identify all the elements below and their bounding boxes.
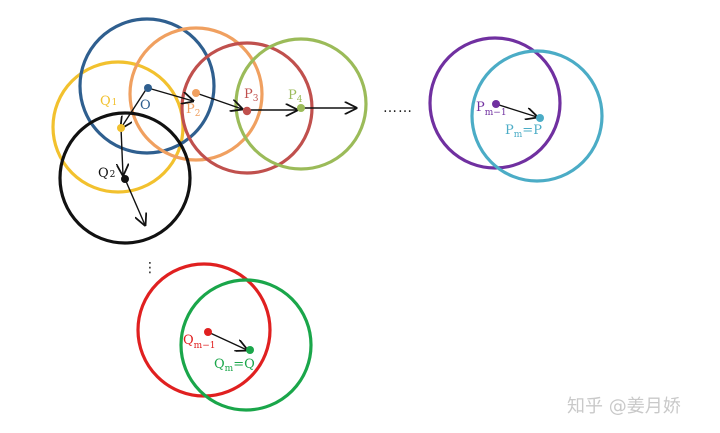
arrow-qm-1-to-qm — [207, 331, 247, 350]
circle-q2 — [58, 111, 192, 245]
label-p4: P4 — [288, 88, 303, 105]
point-q1 — [117, 124, 125, 132]
arrow-q1-to-q2 — [121, 127, 123, 175]
point-o — [144, 84, 152, 92]
arrow-o-to-q1 — [121, 87, 148, 128]
step-arrows — [121, 87, 537, 350]
ellipsis-vertical: ⋮ — [143, 260, 158, 276]
label-p3: P3 — [244, 87, 259, 104]
point-p4 — [297, 104, 305, 112]
circle-p2 — [128, 26, 264, 162]
circle-qm — [179, 278, 313, 412]
label-qm-1: Qm−1 — [183, 333, 215, 351]
circle-q1 — [51, 60, 185, 194]
point-pm-1 — [492, 100, 500, 108]
point-p2 — [192, 89, 200, 97]
circle-pm — [470, 49, 604, 183]
arrow-p2-to-p3 — [195, 92, 242, 109]
label-pm-1: Pm−1 — [476, 100, 507, 118]
circle-o — [78, 17, 216, 155]
label-p2: P2 — [186, 102, 200, 119]
label-pm: Pm=P — [505, 123, 542, 140]
arrow-pm-1-to-pm — [495, 103, 537, 117]
point-qm — [246, 346, 254, 354]
point-pm — [536, 114, 544, 122]
point-q2 — [121, 175, 129, 183]
ellipsis-horizontal: …… — [383, 100, 413, 116]
circle-pm-1 — [428, 36, 562, 170]
label-o: O — [140, 98, 151, 113]
label-q2: Q2 — [98, 166, 115, 181]
label-qm: Qm=Q — [214, 357, 255, 374]
point-qm-1 — [204, 328, 212, 336]
watermark: 知乎 @姜月娇 — [567, 396, 681, 417]
circle-qm-1 — [136, 262, 272, 398]
arrow-o-to-p2 — [147, 87, 193, 101]
point-p3 — [242, 106, 252, 116]
arrow-q2-onward — [124, 178, 145, 225]
label-q1: Q1 — [100, 94, 117, 109]
